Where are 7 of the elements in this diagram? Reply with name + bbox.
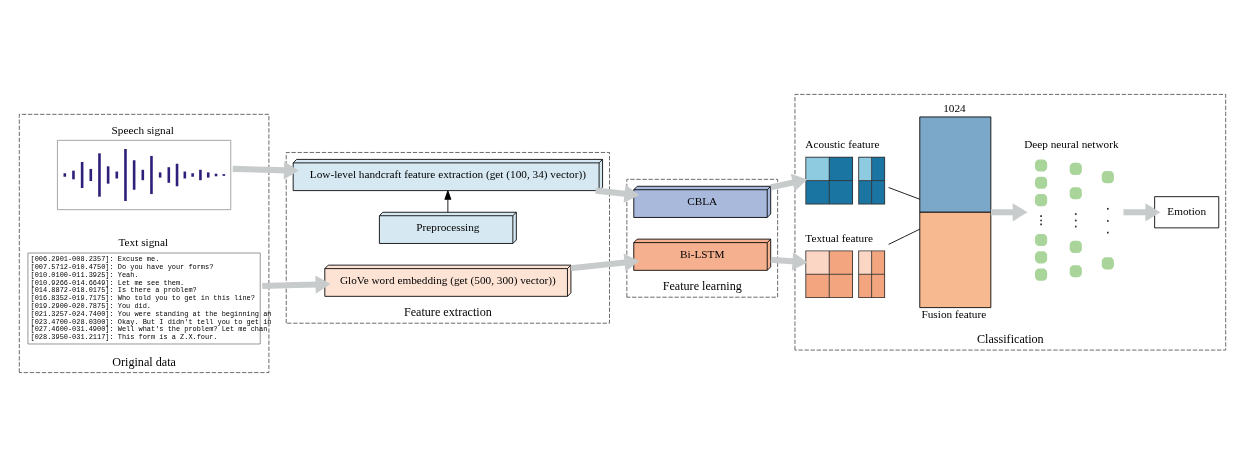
node-label: Acoustic feature [805, 137, 880, 150]
node-label: Fusion feature [921, 307, 987, 320]
node-label: 1024 [943, 101, 966, 114]
node-label: Text signal [118, 235, 169, 248]
node-label: Deep neural network [1024, 137, 1119, 150]
node-label: Speech signal [111, 123, 174, 136]
node-label: Textual feature [805, 231, 873, 244]
